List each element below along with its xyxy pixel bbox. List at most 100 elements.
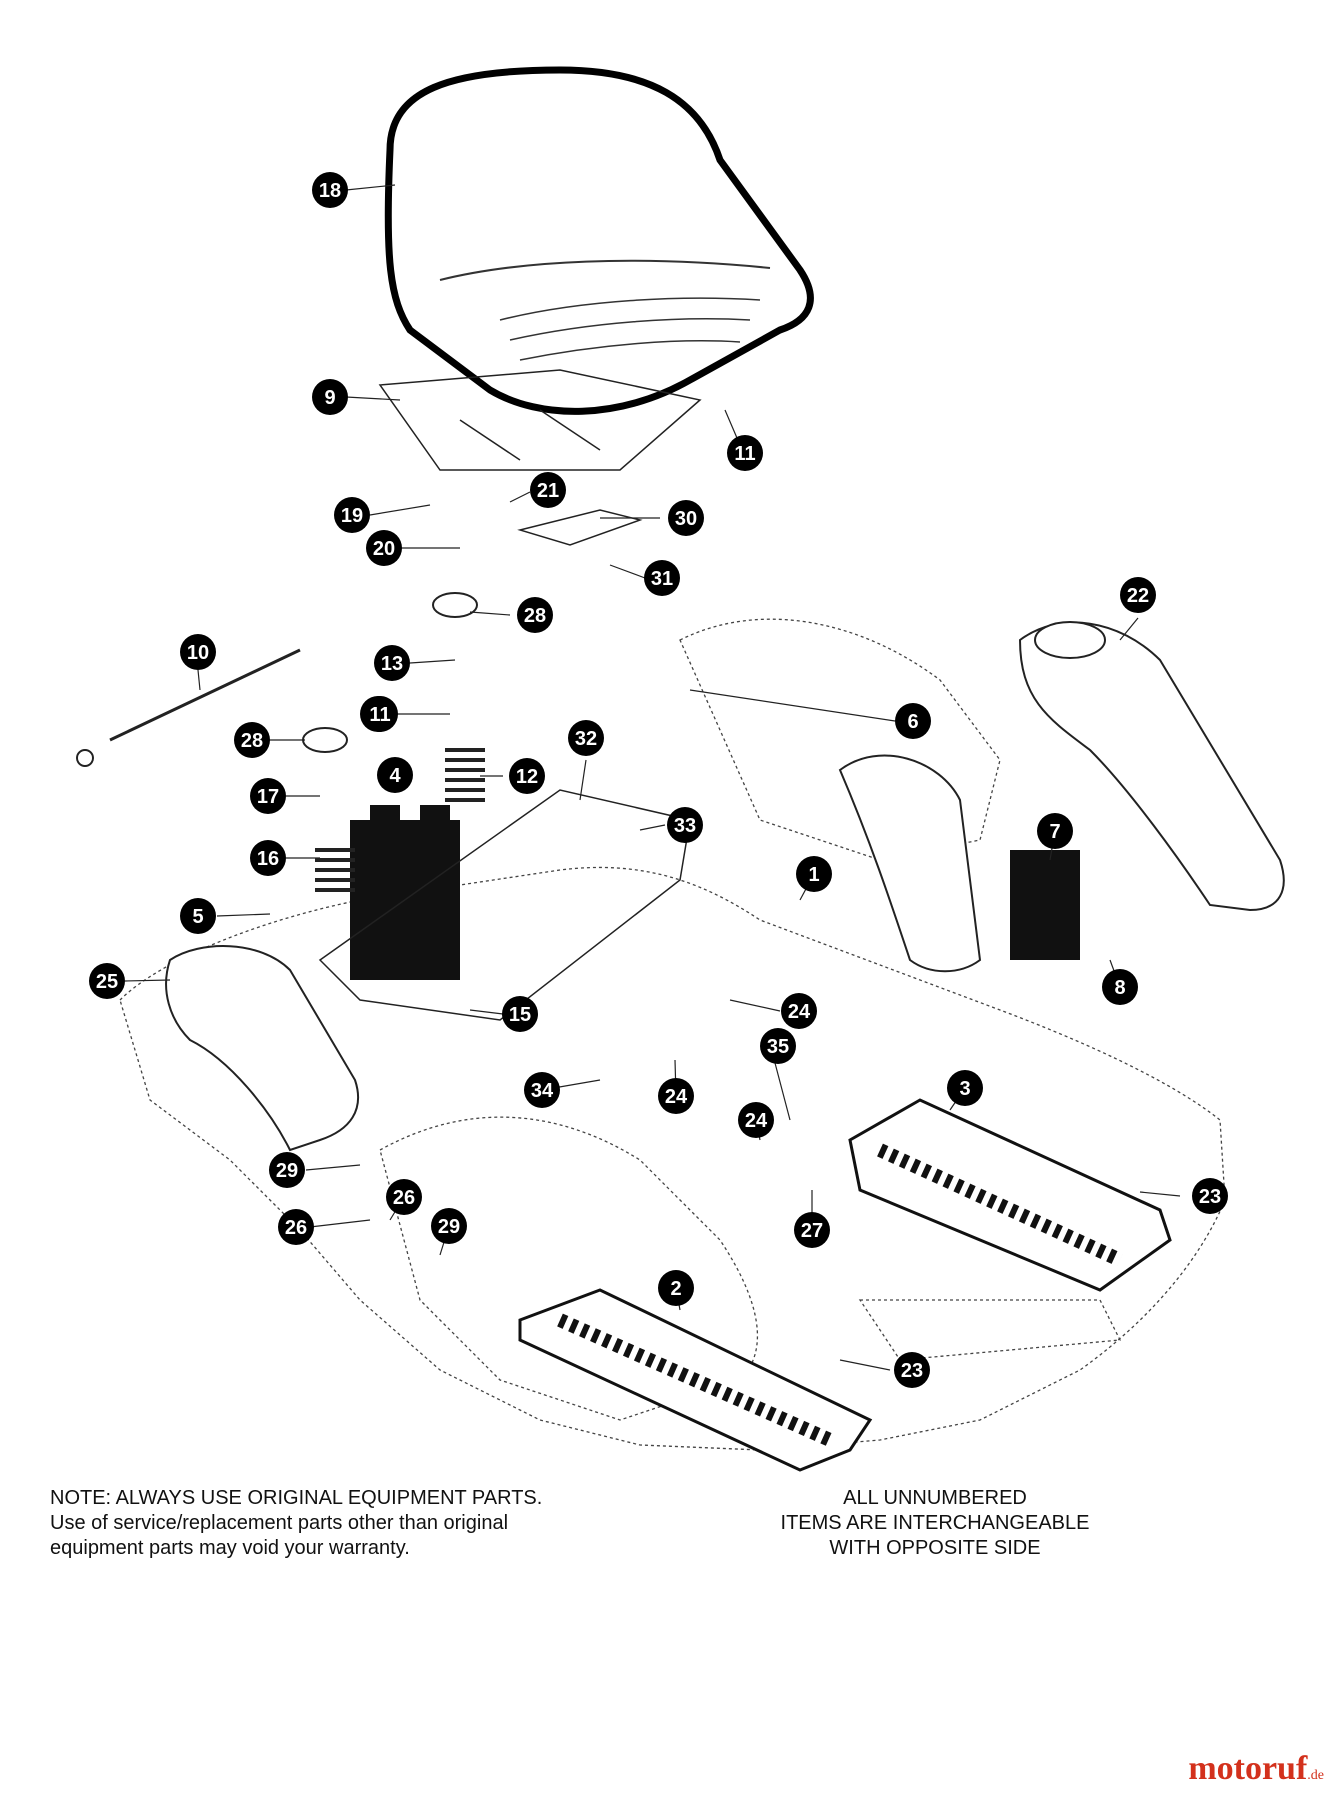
callout-number: 25	[96, 971, 118, 993]
callout-number: 18	[319, 180, 341, 202]
callout-10: 10	[180, 634, 216, 670]
unnumbered-items-note: ALL UNNUMBERED ITEMS ARE INTERCHANGEABLE…	[700, 1486, 1170, 1561]
callout-number: 28	[241, 730, 263, 752]
callout-number: 26	[285, 1217, 307, 1239]
watermark-logo: motoruf.de	[1188, 1750, 1324, 1788]
callout-number: 9	[324, 387, 335, 409]
footrest-left	[518, 1288, 873, 1472]
callout-circle	[781, 993, 817, 1029]
callout-34: 34	[524, 1072, 560, 1108]
unnumbered-note-line-2: ITEMS ARE INTERCHANGEABLE	[780, 1512, 1090, 1534]
callout-32: 32	[568, 720, 604, 756]
callout-number: 21	[537, 480, 559, 502]
callout-circle	[278, 1209, 314, 1245]
callout-circle	[509, 758, 545, 794]
callout-circle	[1120, 577, 1156, 613]
callout-number: 34	[531, 1080, 554, 1102]
callout-circle	[727, 435, 763, 471]
callout-circle	[312, 172, 348, 208]
callout-26: 26	[278, 1209, 314, 1245]
warranty-note: NOTE: ALWAYS USE ORIGINAL EQUIPMENT PART…	[50, 1486, 670, 1561]
callout-25: 25	[89, 963, 125, 999]
fender-left	[165, 945, 360, 1152]
callout-number: 19	[341, 505, 363, 527]
lever-plate	[1010, 850, 1080, 960]
bumpers	[302, 592, 478, 753]
callout-circle	[895, 703, 931, 739]
callout-9: 9	[312, 379, 348, 415]
callout-3: 3	[947, 1070, 983, 1106]
callout-circle	[668, 500, 704, 536]
callout-number: 4	[389, 765, 401, 787]
callout-number: 33	[674, 815, 696, 837]
callout-circle	[760, 1028, 796, 1064]
callout-number: 5	[192, 906, 203, 928]
callout-number: 11	[369, 704, 390, 726]
callout-28: 28	[234, 722, 270, 758]
watermark-suffix: .de	[1307, 1768, 1324, 1783]
callout-number: 29	[276, 1160, 298, 1182]
callout-circle	[250, 778, 286, 814]
callout-number: 16	[257, 848, 279, 870]
callout-circle	[180, 898, 216, 934]
callout-number: 1	[808, 864, 819, 886]
callout-circle	[334, 497, 370, 533]
callout-number: 11	[734, 443, 755, 465]
callout-circle	[89, 963, 125, 999]
callout-number: 13	[381, 653, 403, 675]
callout-circle	[234, 722, 270, 758]
callout-circle	[530, 472, 566, 508]
callout-number: 17	[257, 786, 279, 808]
callout-number: 23	[901, 1360, 923, 1382]
callouts: 1891119202130311028131412112817416525323…	[89, 172, 1228, 1388]
callout-24: 24	[738, 1102, 774, 1138]
pivot-rod	[76, 648, 301, 767]
callout-21: 21	[530, 472, 566, 508]
callout-22: 22	[1120, 577, 1156, 613]
callout-circle	[658, 1078, 694, 1114]
callout-circle	[796, 856, 832, 892]
frame-deck	[119, 618, 1226, 1451]
seat	[384, 66, 814, 415]
callout-circle	[180, 634, 216, 670]
warranty-note-line-3: equipment parts may void your warranty.	[50, 1537, 410, 1559]
callout-circle	[644, 560, 680, 596]
callout-8: 8	[1102, 969, 1138, 1005]
callout-number: 6	[907, 711, 918, 733]
callout-28: 28	[517, 597, 553, 633]
callout-30: 30	[668, 500, 704, 536]
callout-number: 31	[651, 568, 673, 590]
callout-12: 12	[509, 758, 545, 794]
callout-33: 33	[667, 807, 703, 843]
callout-circle	[667, 807, 703, 843]
callout-number: 29	[438, 1216, 460, 1238]
callout-4: 4	[377, 757, 413, 793]
callout-17: 17	[250, 778, 286, 814]
callout-circle	[250, 840, 286, 876]
watermark-text: motoruf	[1188, 1750, 1308, 1787]
callout-11: 11	[362, 696, 398, 732]
unnumbered-note-line-3: WITH OPPOSITE SIDE	[829, 1537, 1041, 1559]
callout-1: 1	[796, 856, 832, 892]
callout-circle	[658, 1270, 694, 1306]
callout-35: 35	[760, 1028, 796, 1064]
callout-15: 15	[502, 996, 538, 1032]
callout-number: 30	[675, 508, 697, 530]
callout-circle	[362, 696, 398, 732]
callout-number: 27	[801, 1220, 823, 1242]
callout-24: 24	[781, 993, 817, 1029]
callout-18: 18	[312, 172, 348, 208]
callout-24: 24	[658, 1078, 694, 1114]
callout-23: 23	[1192, 1178, 1228, 1214]
callout-number: 20	[373, 538, 395, 560]
callout-circle	[431, 1208, 467, 1244]
callout-16: 16	[250, 840, 286, 876]
callout-number: 2	[670, 1278, 681, 1300]
callout-2: 2	[658, 1270, 694, 1306]
callout-11: 11	[727, 435, 763, 471]
seat-plate	[378, 369, 702, 546]
springs	[315, 748, 485, 892]
callout-circle	[1102, 969, 1138, 1005]
callout-number: 24	[665, 1086, 688, 1108]
